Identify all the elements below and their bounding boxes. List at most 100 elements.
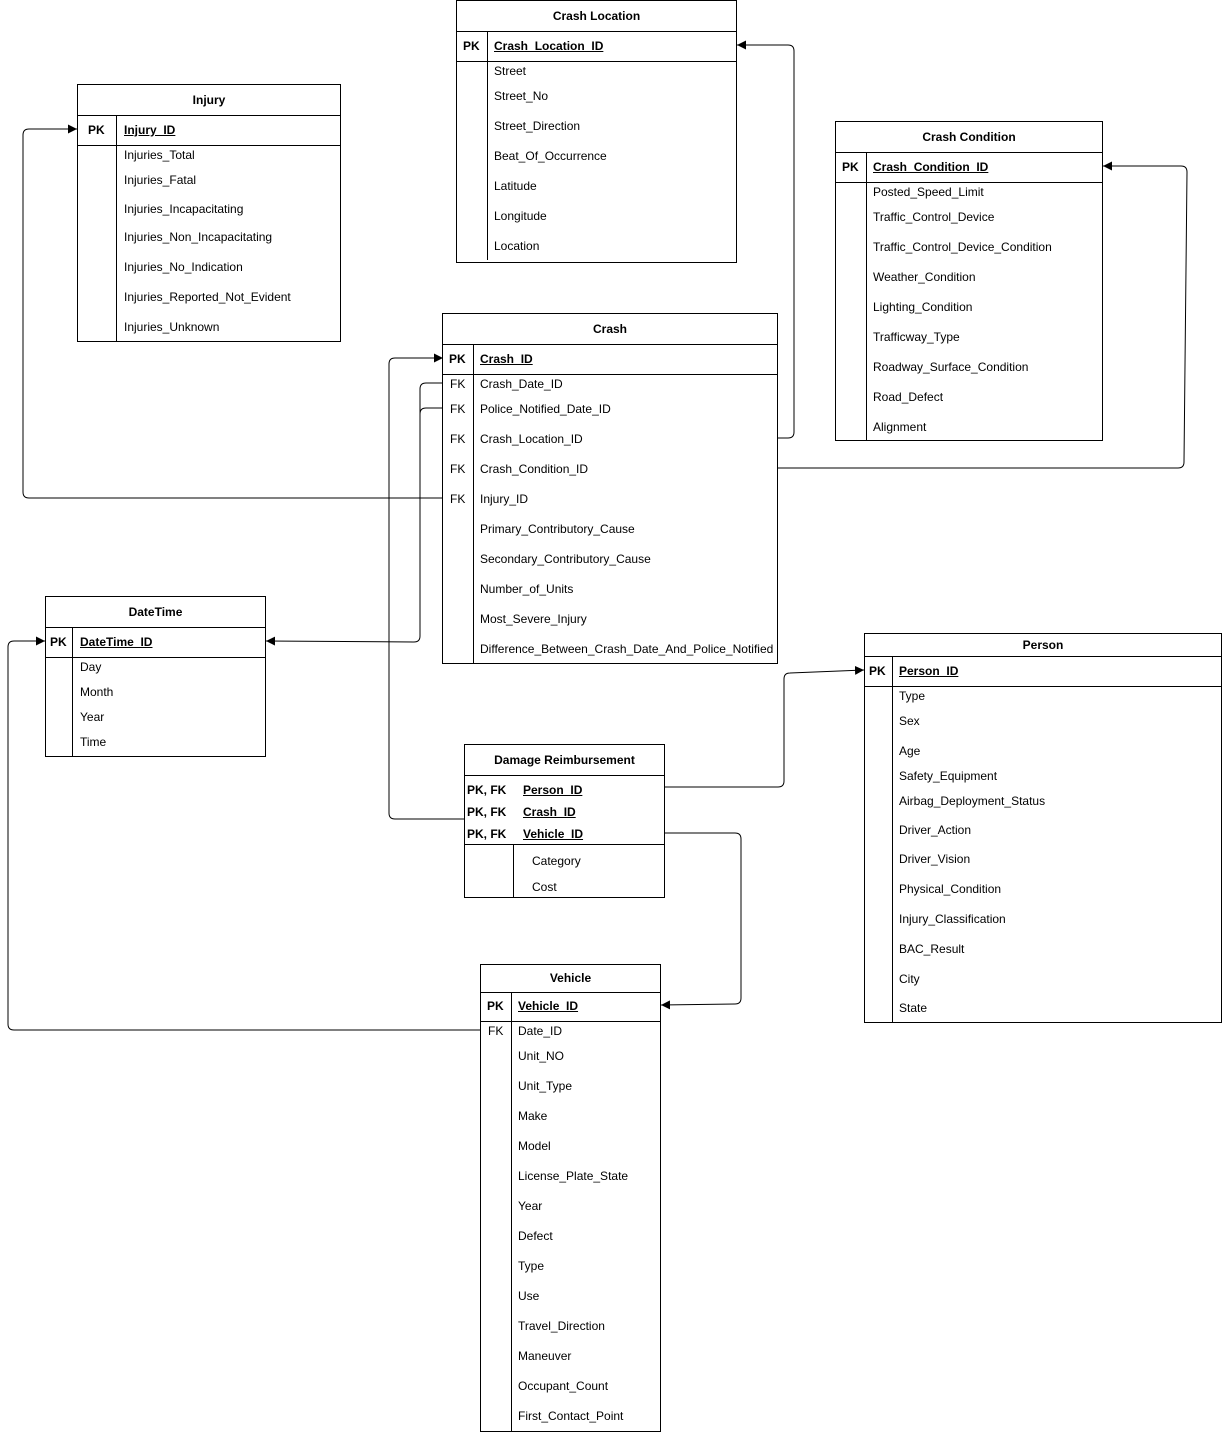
field[interactable]: Make xyxy=(518,1109,548,1123)
field[interactable]: Injuries_No_Indication xyxy=(124,260,243,274)
field[interactable]: State xyxy=(899,1001,928,1015)
foreign-key-field[interactable]: Crash_Location_ID xyxy=(480,432,583,446)
field[interactable]: Latitude xyxy=(494,179,537,193)
field[interactable]: Most_Severe_Injury xyxy=(480,612,587,626)
field[interactable]: Type xyxy=(518,1259,545,1273)
entity-person[interactable]: Person PK Person_ID Type Sex Age Safety_… xyxy=(864,633,1222,1023)
field[interactable]: Road_Defect xyxy=(873,390,944,404)
field[interactable]: Secondary_Contributory_Cause xyxy=(480,552,651,566)
primary-key-field[interactable]: Crash_Location_ID xyxy=(494,39,604,53)
entity-datetime[interactable]: DateTime PK DateTime_ID Day Month Year T… xyxy=(45,596,266,757)
field[interactable]: Driver_Action xyxy=(899,823,972,837)
field[interactable]: Number_of_Units xyxy=(480,582,574,596)
field[interactable]: Driver_Vision xyxy=(899,852,971,866)
field[interactable]: Traffic_Control_Device_Condition xyxy=(873,240,1052,254)
entity-title: Crash Location xyxy=(457,1,736,32)
field[interactable]: Posted_Speed_Limit xyxy=(873,185,984,199)
field[interactable]: Cost xyxy=(532,880,557,894)
field[interactable]: Location xyxy=(494,239,540,253)
field[interactable]: Injuries_Reported_Not_Evident xyxy=(124,290,291,304)
fk-tag: FK xyxy=(450,432,466,446)
field[interactable]: Model xyxy=(518,1139,551,1153)
rel-crash-date-to-datetime xyxy=(265,382,443,646)
field[interactable]: Travel_Direction xyxy=(518,1319,605,1333)
primary-key-field[interactable]: Crash_ID xyxy=(480,352,533,366)
field[interactable]: Year xyxy=(80,710,105,724)
fk-tag: FK xyxy=(488,1024,504,1038)
field[interactable]: License_Plate_State xyxy=(518,1169,629,1183)
foreign-key-field[interactable]: Injury_ID xyxy=(480,492,529,506)
field[interactable]: Trafficway_Type xyxy=(873,330,960,344)
field[interactable]: Weather_Condition xyxy=(873,270,976,284)
field[interactable]: Use xyxy=(518,1289,540,1303)
primary-key-field[interactable]: Crash_Condition_ID xyxy=(873,160,989,174)
primary-key-field[interactable]: Injury_ID xyxy=(124,123,176,137)
field[interactable]: Injuries_Fatal xyxy=(124,173,197,187)
field[interactable]: Injuries_Incapacitating xyxy=(124,202,244,216)
field[interactable]: Month xyxy=(80,685,114,699)
field[interactable]: Street_Direction xyxy=(494,119,581,133)
field[interactable]: Physical_Condition xyxy=(899,882,1002,896)
field[interactable]: Injuries_Unknown xyxy=(124,320,220,334)
field[interactable]: Traffic_Control_Device xyxy=(873,210,995,224)
field[interactable]: Alignment xyxy=(873,420,927,434)
field[interactable]: Injuries_Non_Incapacitating xyxy=(124,230,273,244)
entity-injury[interactable]: Injury PK Injury_ID Injuries_Total Injur… xyxy=(77,84,341,342)
field[interactable]: Unit_Type xyxy=(518,1079,573,1093)
field[interactable]: Maneuver xyxy=(518,1349,572,1363)
primary-key-field[interactable]: Vehicle_ID xyxy=(523,827,584,841)
field[interactable]: Sex xyxy=(899,714,920,728)
column-divider xyxy=(473,344,474,663)
entity-crash-condition[interactable]: Crash Condition PK Crash_Condition_ID Po… xyxy=(835,121,1103,441)
field[interactable]: Injury_Classification xyxy=(899,912,1006,926)
field[interactable]: Category xyxy=(532,854,581,868)
rel-vehicle-to-datetime xyxy=(7,636,481,1031)
field[interactable]: Roadway_Surface_Condition xyxy=(873,360,1029,374)
entity-damage-reimbursement[interactable]: Damage Reimbursement PK, FK Person_ID PK… xyxy=(464,744,665,898)
field[interactable]: Day xyxy=(80,660,102,674)
field[interactable]: Year xyxy=(518,1199,543,1213)
field[interactable]: Age xyxy=(899,744,921,758)
field[interactable]: Difference_Between_Crash_Date_And_Police… xyxy=(480,642,774,656)
column-divider xyxy=(72,627,73,756)
field[interactable]: Injuries_Total xyxy=(124,148,195,162)
rel-damage-to-vehicle xyxy=(660,832,742,1010)
key-tag: PK xyxy=(842,160,859,174)
rel-police-date-to-datetime xyxy=(419,407,443,440)
field[interactable]: Unit_NO xyxy=(518,1049,565,1063)
foreign-key-field[interactable]: Crash_Date_ID xyxy=(480,377,563,391)
field[interactable]: Defect xyxy=(518,1229,553,1243)
primary-key-field[interactable]: Person_ID xyxy=(523,783,583,797)
field[interactable]: BAC_Result xyxy=(899,942,965,956)
field[interactable]: Street_No xyxy=(494,89,549,103)
field[interactable]: Safety_Equipment xyxy=(899,769,998,783)
foreign-key-field[interactable]: Date_ID xyxy=(518,1024,563,1038)
primary-key-field[interactable]: Crash_ID xyxy=(523,805,576,819)
field[interactable]: Airbag_Deployment_Status xyxy=(899,794,1046,808)
foreign-key-field[interactable]: Crash_Condition_ID xyxy=(480,462,589,476)
key-tag: PK xyxy=(869,664,886,678)
foreign-key-field[interactable]: Police_Notified_Date_ID xyxy=(480,402,611,416)
field[interactable]: Time xyxy=(80,735,107,749)
field[interactable]: Lighting_Condition xyxy=(873,300,973,314)
entity-title: Injury xyxy=(78,85,340,116)
key-tag: PK xyxy=(88,123,105,137)
primary-key-field[interactable]: DateTime_ID xyxy=(80,635,153,649)
field[interactable]: Street xyxy=(494,64,527,78)
key-tag: PK, FK xyxy=(467,827,507,841)
key-section xyxy=(78,115,340,146)
field[interactable]: Beat_Of_Occurrence xyxy=(494,149,607,163)
field[interactable]: Primary_Contributory_Cause xyxy=(480,522,635,536)
field[interactable]: Type xyxy=(899,689,926,703)
primary-key-field[interactable]: Vehicle_ID xyxy=(518,999,579,1013)
field[interactable]: Longitude xyxy=(494,209,547,223)
entity-vehicle[interactable]: Vehicle PK Vehicle_ID FK Date_ID Unit_NO… xyxy=(480,964,661,1432)
primary-key-field[interactable]: Person_ID xyxy=(899,664,959,678)
field[interactable]: Occupant_Count xyxy=(518,1379,609,1393)
field[interactable]: First_Contact_Point xyxy=(518,1409,624,1423)
entity-crash-location[interactable]: Crash Location PK Crash_Location_ID Stre… xyxy=(456,0,737,263)
entity-crash[interactable]: Crash PK Crash_ID FK Crash_Date_ID FK Po… xyxy=(442,313,778,664)
field[interactable]: City xyxy=(899,972,920,986)
key-tag: PK xyxy=(463,39,480,53)
